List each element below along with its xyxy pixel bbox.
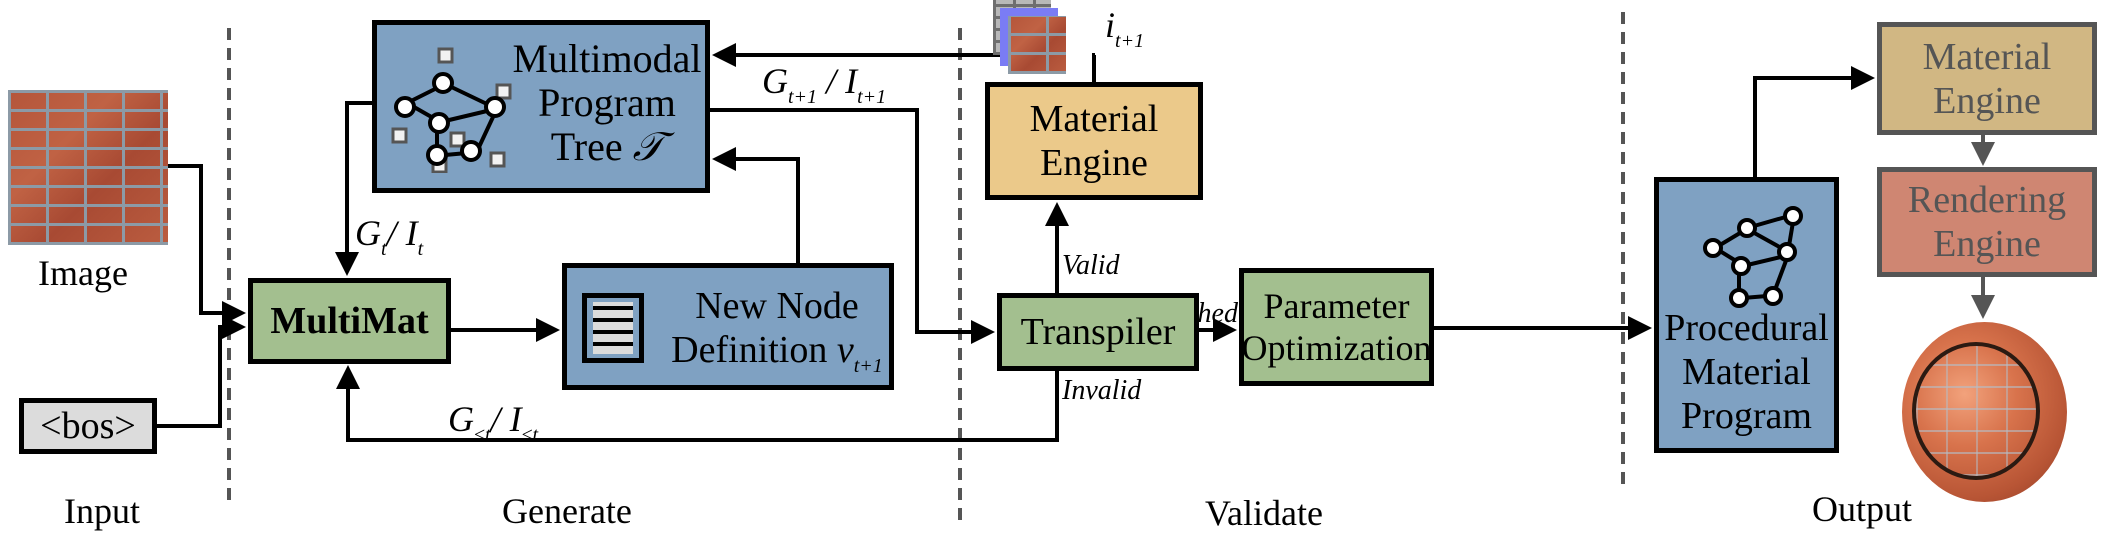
parameter-optimization-box[interactable]: Parameter Optimization (1239, 268, 1434, 386)
arrow-bos-to-multimat (157, 315, 246, 428)
procedural-program-title: Procedural Material Program (1664, 306, 1829, 438)
rendering-engine-box[interactable]: Rendering Engine (1877, 167, 2097, 277)
new-node-var: v (836, 329, 854, 371)
procedural-line2: Material (1682, 351, 1811, 393)
input-image-thumbnail (8, 90, 168, 245)
procedural-line1: Procedural (1664, 307, 1829, 349)
rendering-engine-line1: Rendering (1907, 179, 2067, 221)
new-node-title: New Node Definition vt+1 (662, 284, 892, 388)
program-tree-box[interactable]: Multimodal Program Tree 𝒯 (372, 20, 710, 193)
arrow-transpiler-invalid (336, 365, 1059, 442)
rendered-material-sphere (1902, 322, 2067, 502)
section-label-output: Output (1812, 489, 1913, 529)
multimat-box[interactable]: MultiMat (248, 278, 451, 364)
edge-label-gle-ile: G≤t/ I≤t (448, 399, 539, 446)
bos-token-label: <bos> (40, 405, 136, 447)
arrow-tree-to-transpiler (710, 108, 995, 344)
param-opt-line1: Parameter (1263, 286, 1410, 326)
rendering-engine-line2: Engine (1933, 223, 2041, 265)
material-engine-line2: Engine (1040, 142, 1148, 184)
edge-label-gt1-it1: Gt+1 / It+1 (762, 61, 887, 108)
new-node-var-sub: t+1 (853, 355, 883, 377)
material-engine-box[interactable]: Material Engine (985, 82, 1203, 200)
edge-label-valid: Valid (1062, 250, 1120, 281)
document-icon (582, 293, 644, 363)
output-material-engine-line2: Engine (1933, 79, 2041, 122)
bos-token-box: <bos> (19, 398, 157, 454)
param-opt-line2: Optimization (1241, 328, 1432, 368)
procedural-material-program-box[interactable]: Procedural Material Program (1654, 177, 1839, 453)
program-tree-title: Multimodal Program Tree 𝒯 (507, 37, 707, 169)
section-label-input: Input (64, 491, 140, 531)
program-graph-icon (391, 47, 512, 173)
render-image-it1 (1008, 16, 1066, 74)
section-label-generate: Generate (502, 491, 632, 531)
program-tree-line1: Multimodal (512, 36, 702, 81)
line-material-engine-to-image (1092, 53, 1096, 82)
new-node-line1: New Node (695, 285, 859, 327)
section-label-validate: Validate (1205, 493, 1323, 533)
arrow-procedural-to-material-engine (1753, 66, 1875, 177)
transpiler-label: Transpiler (1020, 311, 1176, 353)
edge-label-gt-it: Gt/ It (355, 213, 424, 260)
program-tree-line2: Program (538, 80, 676, 125)
program-tree-symbol: 𝒯 (632, 124, 664, 169)
multimat-label: MultiMat (270, 300, 429, 342)
arrow-image-to-multimat (168, 164, 246, 325)
arrow-tree-to-multimat (335, 101, 372, 276)
new-node-line2: Definition (671, 329, 828, 371)
input-image-label: Image (38, 253, 128, 293)
render-image-label: it+1 (1105, 5, 1145, 52)
procedural-graph-icon (1703, 206, 1803, 308)
edge-label-invalid: Invalid (1062, 375, 1142, 406)
output-material-engine-line1: Material (1922, 35, 2052, 78)
output-material-engine-box[interactable]: Material Engine (1877, 22, 2097, 135)
transpiler-box[interactable]: Transpiler (997, 293, 1199, 371)
procedural-line3: Program (1681, 395, 1812, 437)
program-tree-line3: Tree (550, 124, 623, 169)
material-engine-line1: Material (1029, 98, 1159, 140)
arrow-newnode-to-tree (712, 147, 800, 263)
new-node-definition-box[interactable]: New Node Definition vt+1 (562, 263, 894, 390)
